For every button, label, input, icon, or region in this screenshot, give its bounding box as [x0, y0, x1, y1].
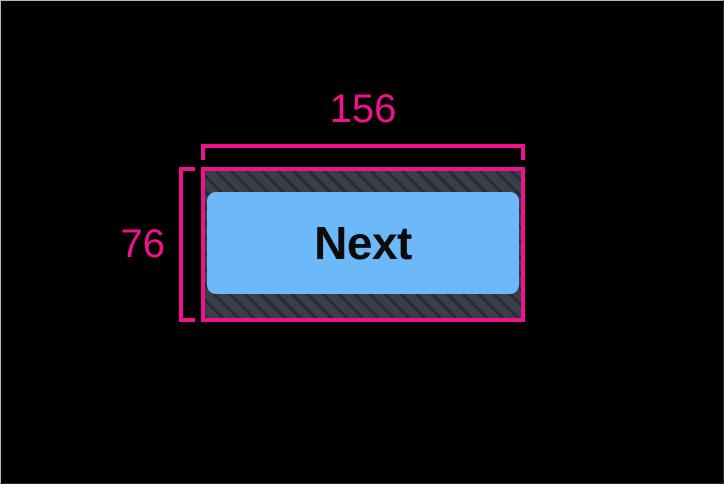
next-button-label: Next — [314, 217, 412, 269]
height-dimension-label: 76 — [120, 222, 166, 266]
width-bracket-tick-right — [521, 144, 525, 160]
height-dimension-bracket — [179, 167, 195, 322]
width-bracket-bar — [201, 144, 525, 148]
width-dimension-label: 156 — [329, 87, 397, 131]
width-dimension-bracket — [201, 144, 525, 160]
height-bracket-tick-top — [179, 167, 195, 171]
width-bracket-tick-left — [201, 144, 205, 160]
height-bracket-bar — [179, 167, 183, 322]
next-button[interactable]: Next — [207, 192, 519, 294]
height-bracket-tick-bottom — [179, 318, 195, 322]
element-bounds-highlight[interactable]: Next — [201, 167, 525, 322]
